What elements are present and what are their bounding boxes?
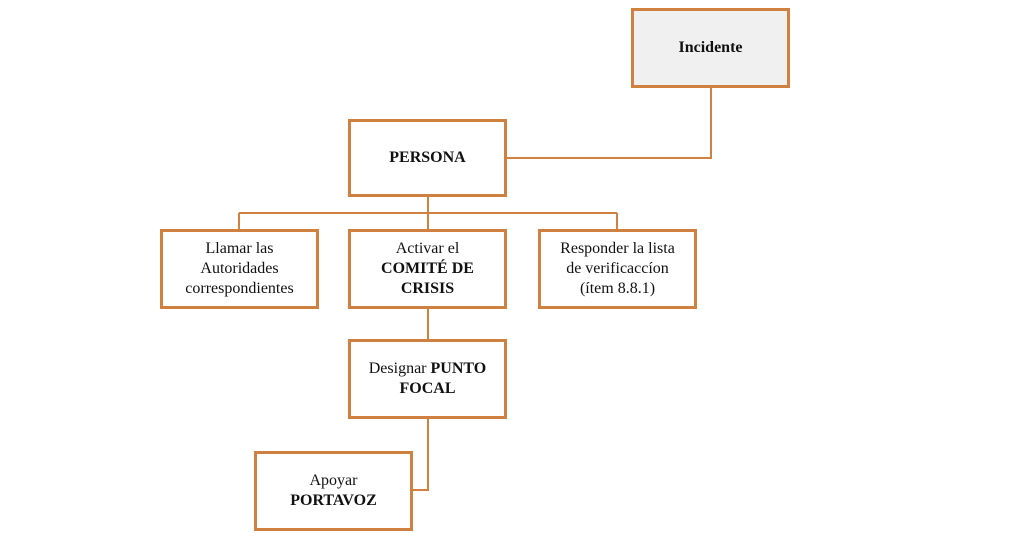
responder-line-2: de verificaccíon [566,260,669,277]
persona-label: PERSONA [389,149,466,166]
incidente-node: Incidente [631,8,790,88]
connector-designar-apoyar [412,418,429,491]
activar-line-3: CRISIS [400,280,455,297]
designar-line-1: Designar PUNTO [369,359,486,379]
connector-incidente-persona [506,87,712,159]
apoyar-line-1: Apoyar [309,472,358,489]
designar-bold-1: PUNTO [430,360,487,377]
activar-line-2: COMITÉ DE [381,260,474,277]
designar-node: Designar PUNTO FOCAL [348,339,507,419]
responder-line-3: (ítem 8.8.1) [579,280,656,297]
llamar-line-3: correspondientes [185,280,294,297]
apoyar-line-2: PORTAVOZ [290,492,377,509]
designar-normal: Designar [368,360,431,377]
activar-line-1: Activar el [395,240,460,257]
designar-bold-2: FOCAL [399,380,456,397]
llamar-line-2: Autoridades [200,260,279,277]
persona-node: PERSONA [348,119,507,197]
responder-node: Responder la lista de verificaccíon (íte… [538,229,697,309]
apoyar-node: Apoyar PORTAVOZ [254,451,413,531]
llamar-node: Llamar las Autoridades correspondientes [160,229,319,309]
responder-line-1: Responder la lista [560,240,675,257]
llamar-line-1: Llamar las [205,240,274,257]
incidente-label: Incidente [678,39,743,56]
activar-node: Activar el COMITÉ DE CRISIS [348,229,507,309]
